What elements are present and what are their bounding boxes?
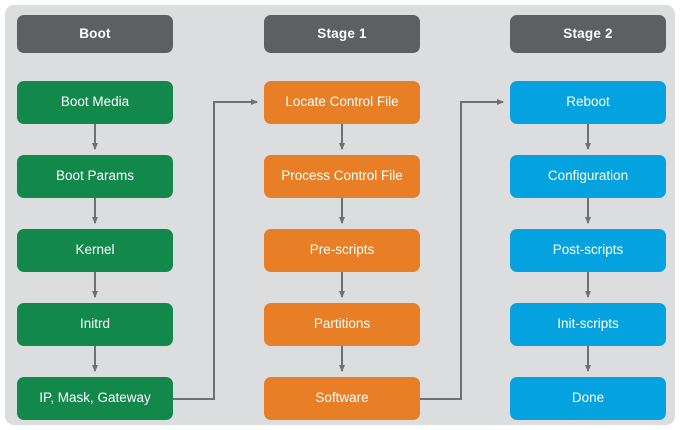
node-reboot[interactable]: Reboot xyxy=(510,81,666,124)
diagram-panel xyxy=(5,5,675,425)
column-header-stage-1: Stage 1 xyxy=(264,15,420,53)
node-process-control-file[interactable]: Process Control File xyxy=(264,155,420,198)
node-ip-mask-gateway[interactable]: IP, Mask, Gateway xyxy=(17,377,173,420)
column-header-stage-1-label: Stage 1 xyxy=(317,25,367,41)
node-pre-scripts[interactable]: Pre-scripts xyxy=(264,229,420,272)
node-software-label: Software xyxy=(315,390,369,406)
node-init-scripts-label: Init-scripts xyxy=(557,316,619,332)
node-boot-media-label: Boot Media xyxy=(60,94,130,110)
column-header-boot-label: Boot xyxy=(79,25,111,41)
node-partitions-label: Partitions xyxy=(313,316,371,332)
node-done[interactable]: Done xyxy=(510,377,666,420)
column-header-stage-2: Stage 2 xyxy=(510,15,666,53)
node-done-label: Done xyxy=(571,390,605,406)
node-post-scripts[interactable]: Post-scripts xyxy=(510,229,666,272)
node-process-control-file-label: Process Control File xyxy=(281,168,403,184)
node-ip-mask-gateway-label: IP, Mask, Gateway xyxy=(39,390,151,406)
node-boot-media[interactable]: Boot Media xyxy=(17,81,173,124)
node-locate-control-file[interactable]: Locate Control File xyxy=(264,81,420,124)
node-software[interactable]: Software xyxy=(264,377,420,420)
node-initrd[interactable]: Initrd xyxy=(17,303,173,346)
node-kernel[interactable]: Kernel xyxy=(17,229,173,272)
node-post-scripts-label: Post-scripts xyxy=(552,242,624,258)
node-configuration[interactable]: Configuration xyxy=(510,155,666,198)
node-reboot-label: Reboot xyxy=(566,94,610,110)
node-boot-params-label: Boot Params xyxy=(55,168,135,184)
node-locate-control-file-label: Locate Control File xyxy=(285,94,399,110)
node-init-scripts[interactable]: Init-scripts xyxy=(510,303,666,346)
column-header-boot: Boot xyxy=(17,15,173,53)
node-kernel-label: Kernel xyxy=(75,242,115,258)
column-header-stage-2-label: Stage 2 xyxy=(563,25,613,41)
node-partitions[interactable]: Partitions xyxy=(264,303,420,346)
node-configuration-label: Configuration xyxy=(547,168,629,184)
node-pre-scripts-label: Pre-scripts xyxy=(309,242,375,258)
node-initrd-label: Initrd xyxy=(79,316,110,332)
node-boot-params[interactable]: Boot Params xyxy=(17,155,173,198)
